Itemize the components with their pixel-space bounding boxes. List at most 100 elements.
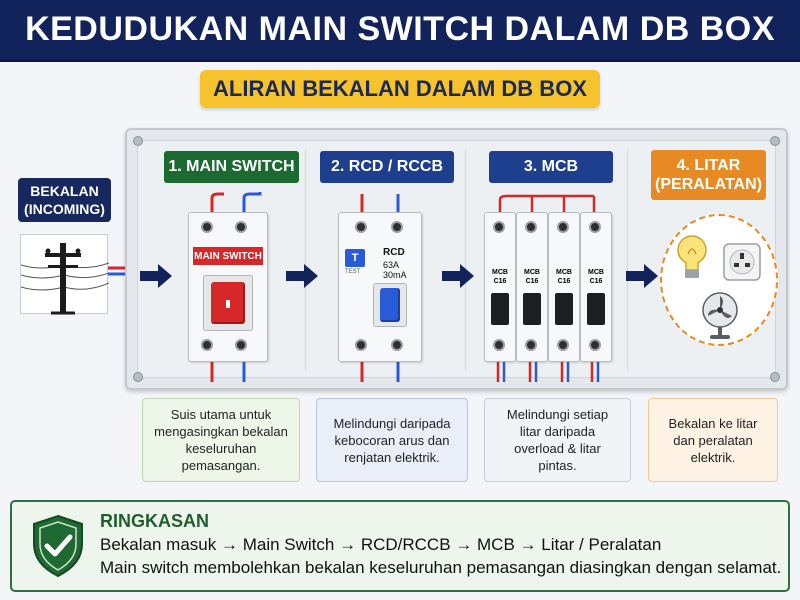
mcb-toggle[interactable] — [491, 293, 509, 325]
main-switch-nameplate: MAIN SWITCH — [193, 247, 263, 265]
mcb-device: MCB C16 — [516, 212, 548, 362]
terminal-screw — [355, 339, 367, 351]
utility-pole-panel — [20, 234, 110, 315]
mcb-device-name: MCB — [492, 269, 508, 276]
rcd-test-caption: TEST — [345, 269, 361, 275]
desc-mcb: Melindungi setiap litar daripada overloa… — [484, 398, 631, 482]
step-label-litar-line2: (PERALATAN) — [655, 176, 762, 193]
title-bar: KEDUDUKAN MAIN SWITCH DALAM DB BOX — [0, 0, 800, 62]
terminal-screw — [589, 221, 601, 233]
desc-mcb-text: Melindungi setiap litar daripada overloa… — [506, 407, 609, 473]
appliances-circle — [660, 214, 778, 346]
rcd-toggle-housing — [373, 283, 407, 327]
fan-icon — [702, 292, 738, 339]
summary-flow-arrow: → — [220, 535, 238, 554]
summary-title: RINGKASAN — [100, 511, 210, 531]
mcb-device-name: MCB — [556, 269, 572, 276]
terminal-screw — [589, 339, 601, 351]
arrow-right-icon — [286, 264, 318, 288]
mcb-toggle[interactable] — [587, 293, 605, 325]
main-switch-nameplate-text: MAIN SWITCH — [194, 250, 262, 262]
summary-flow: Bekalan masuk → Main Switch → RCD/RCCB →… — [100, 535, 661, 555]
main-switch-wires — [210, 192, 262, 382]
panel-screw — [133, 136, 143, 146]
page-title: KEDUDUKAN MAIN SWITCH DALAM DB BOX — [25, 10, 775, 48]
incoming-label: BEKALAN (INCOMING) — [18, 178, 111, 222]
terminal-screw — [493, 339, 505, 351]
mcb-device-name: MCB — [524, 269, 540, 276]
mcb-toggle[interactable] — [555, 293, 573, 325]
summary-note: Main switch membolehkan bekalan keseluru… — [100, 558, 782, 577]
terminal-screw — [525, 339, 537, 351]
terminal-screw — [355, 221, 367, 233]
summary-box: RINGKASAN Bekalan masuk → Main Switch → … — [10, 500, 790, 592]
panel-screw — [770, 372, 780, 382]
mcb-rating: C16 — [525, 278, 539, 285]
summary-flow-arrow: → — [339, 535, 357, 554]
desc-main-switch: Suis utama untuk mengasingkan bekalan ke… — [142, 398, 300, 482]
main-switch-toggle[interactable] — [211, 282, 245, 324]
power-socket-icon — [723, 243, 761, 281]
terminal-screw — [557, 221, 569, 233]
step-label-mcb-text: 3. MCB — [523, 158, 579, 175]
desc-rcd: Melindungi daripada kebocoran arus dan r… — [316, 398, 468, 482]
arrow-right-icon — [626, 264, 658, 288]
mcb-device-name: MCB — [588, 269, 604, 276]
summary-flow-arrow: → — [519, 535, 537, 554]
summary-flow-arrow: → — [455, 535, 473, 554]
light-bulb-icon — [677, 235, 707, 278]
summary-flow-step: MCB — [477, 535, 515, 554]
subtitle-text: ALIRAN BEKALAN DALAM DB BOX — [213, 76, 587, 101]
terminal-screw — [201, 339, 213, 351]
main-switch-device: MAIN SWITCH — [188, 212, 268, 362]
rcd-device-name: RCD — [383, 247, 405, 258]
arrow-right-icon — [140, 264, 172, 288]
rcd-toggle[interactable] — [380, 288, 400, 322]
desc-main-switch-text: Suis utama untuk mengasingkan bekalan ke… — [154, 407, 288, 473]
incoming-label-line1: BEKALAN — [30, 183, 99, 199]
mcb-device: MCB C16 — [580, 212, 612, 362]
main-switch-toggle-housing — [203, 275, 253, 331]
summary-flow-step: RCD/RCCB — [360, 535, 451, 554]
panel-divider — [465, 150, 466, 370]
terminal-screw — [557, 339, 569, 351]
mcb-device: MCB C16 — [484, 212, 516, 362]
rcd-test-button[interactable]: T — [345, 249, 365, 267]
terminal-screw — [391, 221, 403, 233]
rcd-test-button-label: T — [351, 252, 359, 264]
step-label-main-switch-text: 1. MAIN SWITCH — [168, 158, 295, 175]
terminal-screw — [493, 221, 505, 233]
mcb-device: MCB C16 — [548, 212, 580, 362]
incoming-label-line2: (INCOMING) — [24, 201, 105, 217]
utility-pole-icon — [20, 243, 110, 315]
terminal-screw — [201, 221, 213, 233]
step-label-mcb: 3. MCB — [489, 151, 613, 183]
terminal-screw — [525, 221, 537, 233]
step-label-rcd-text: 2. RCD / RCCB — [330, 158, 443, 175]
step-label-litar: 4. LITAR (PERALATAN) — [651, 150, 766, 200]
step-label-main-switch: 1. MAIN SWITCH — [164, 151, 299, 183]
shield-check-icon — [33, 514, 83, 578]
subtitle-banner: ALIRAN BEKALAN DALAM DB BOX — [200, 70, 600, 108]
desc-litar-text: Bekalan ke litar dan peralatan elektrik. — [668, 415, 758, 465]
step-label-rcd: 2. RCD / RCCB — [320, 151, 454, 183]
mcb-toggle[interactable] — [523, 293, 541, 325]
rcd-rating-sensitivity: 30mA — [383, 270, 407, 280]
panel-screw — [770, 136, 780, 146]
arrow-right-icon — [442, 264, 474, 288]
summary-flow-step: Litar / Peralatan — [541, 535, 662, 554]
summary-flow-step: Main Switch — [242, 535, 335, 554]
mcb-rating: C16 — [557, 278, 571, 285]
terminal-screw — [235, 221, 247, 233]
panel-screw — [133, 372, 143, 382]
panel-divider — [305, 150, 306, 370]
rcd-rating-current: 63A — [383, 260, 400, 270]
terminal-screw — [391, 339, 403, 351]
rcd-device: T TEST RCD 63A 30mA — [338, 212, 422, 362]
desc-rcd-text: Melindungi daripada kebocoran arus dan r… — [333, 415, 451, 465]
step-label-litar-line1: 4. LITAR — [676, 157, 741, 174]
terminal-screw — [235, 339, 247, 351]
desc-litar: Bekalan ke litar dan peralatan elektrik. — [648, 398, 778, 482]
panel-divider — [627, 150, 628, 370]
mcb-rating: C16 — [589, 278, 603, 285]
